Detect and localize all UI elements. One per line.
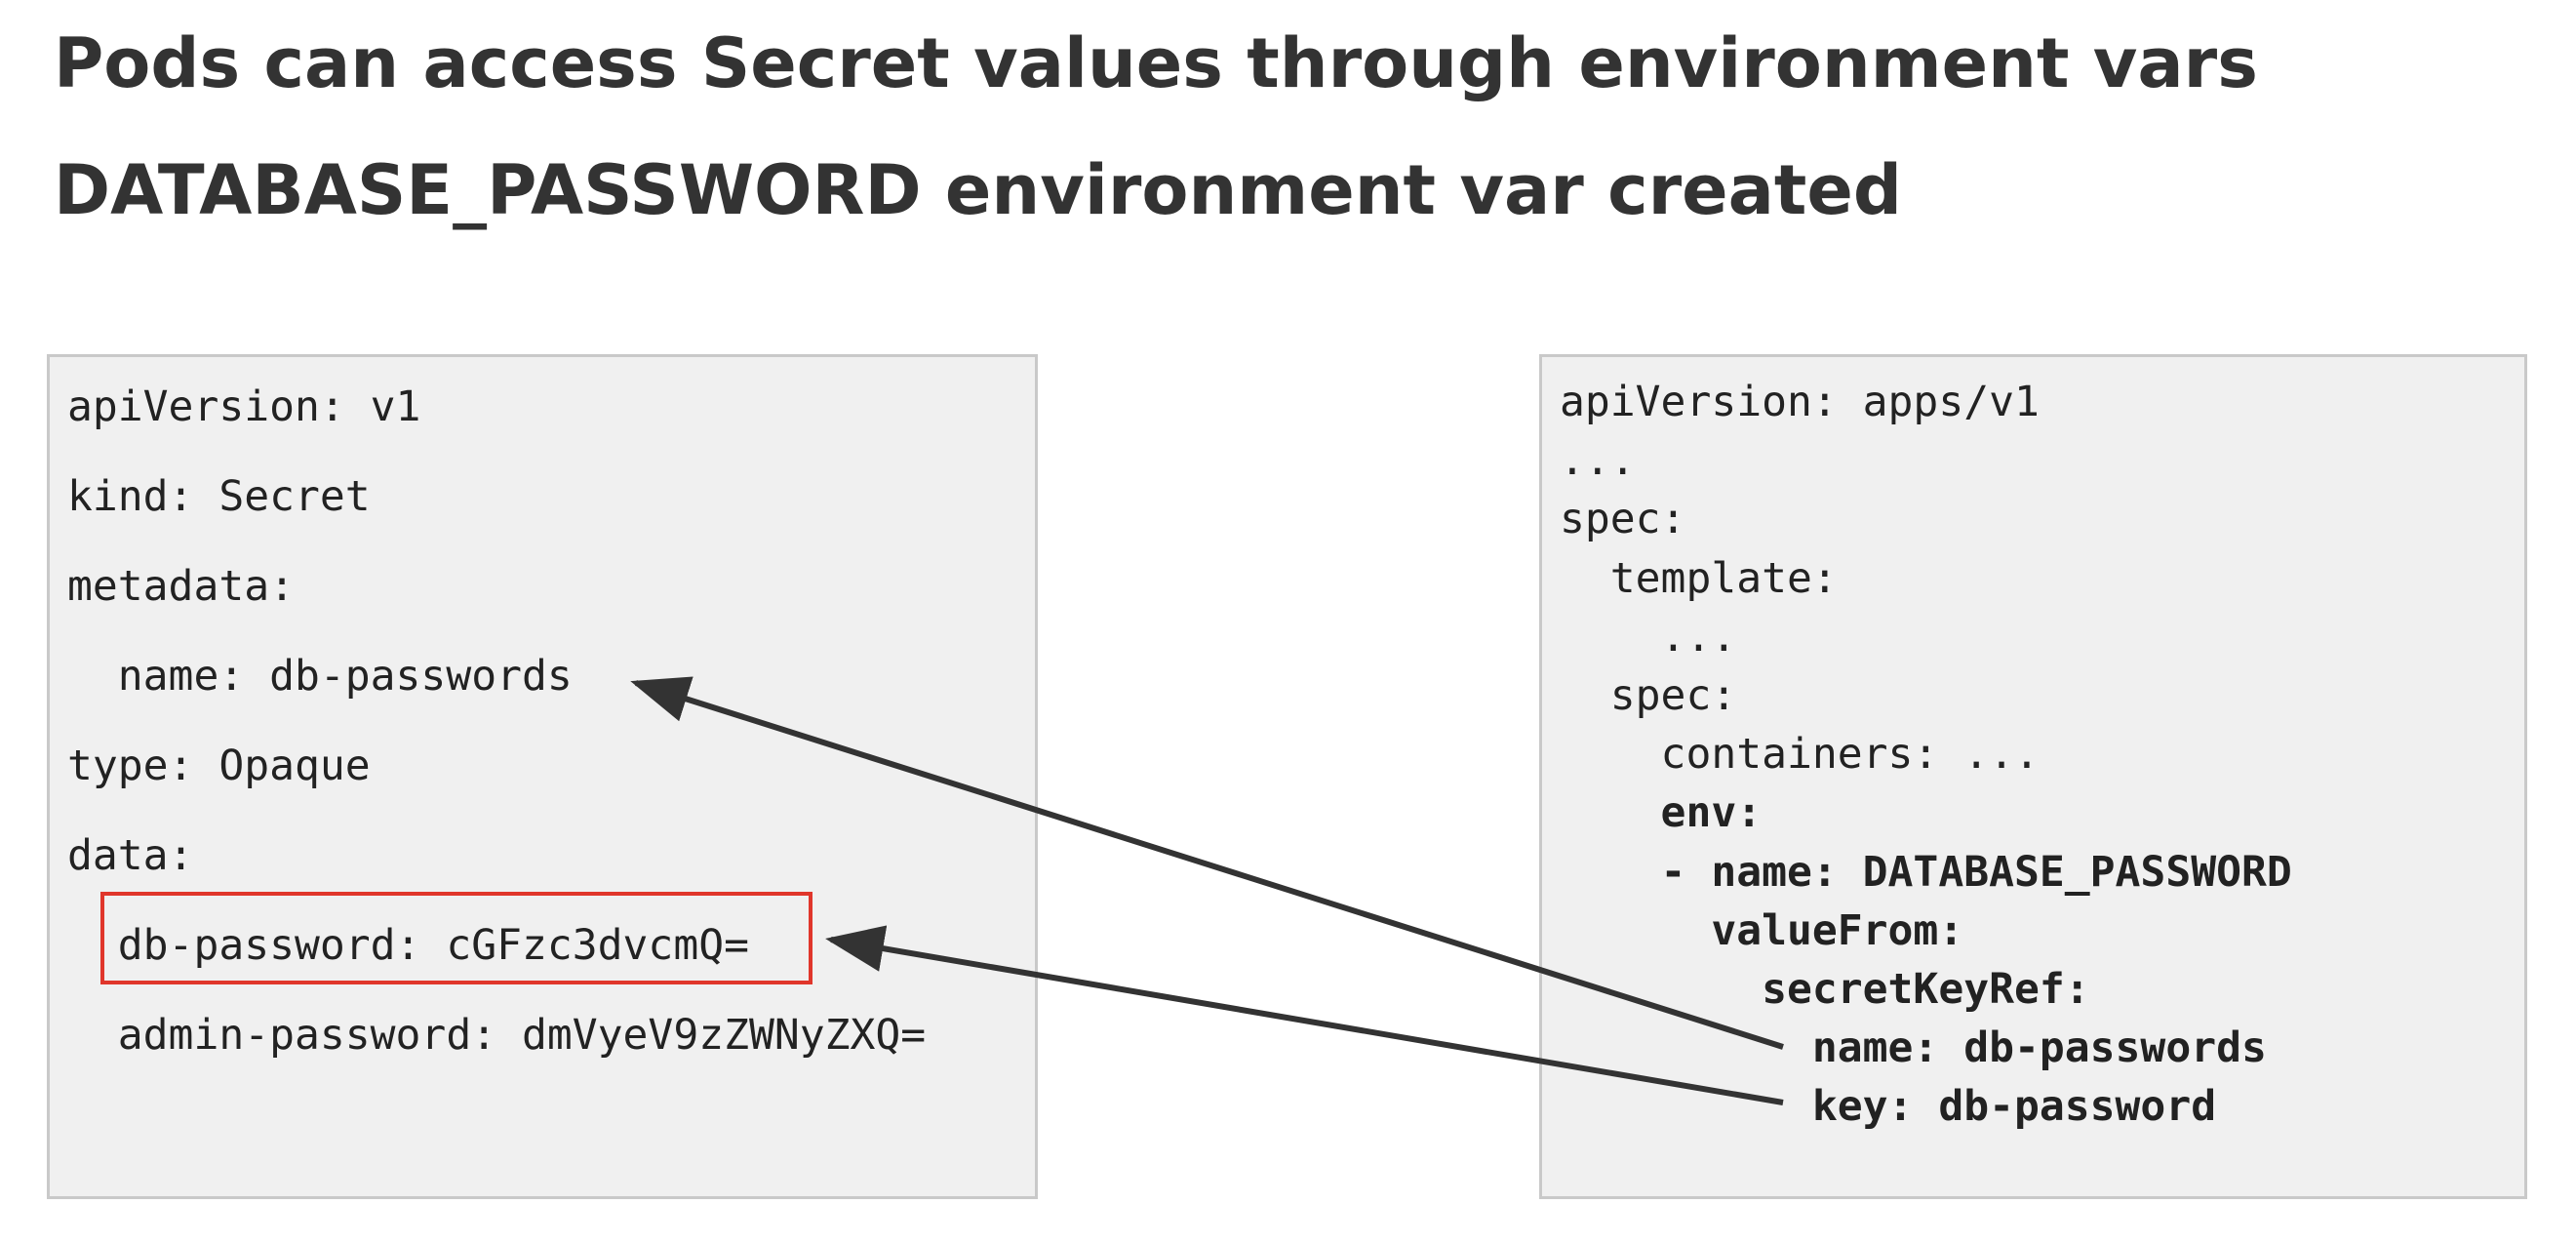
deploy-line-template: template: xyxy=(1560,554,1838,603)
slide-subtitle: DATABASE_PASSWORD environment var create… xyxy=(54,150,1902,230)
deployment-manifest-box: apiVersion: apps/v1 ... spec: template: … xyxy=(1539,354,2527,1199)
deploy-line-ref-name: name: db-passwords xyxy=(1560,1023,2267,1072)
deploy-line-env-name: - name: DATABASE_PASSWORD xyxy=(1560,848,2292,897)
secret-line-metadata: metadata: xyxy=(67,562,295,611)
secret-line-name: name: db-passwords xyxy=(67,652,573,701)
deploy-line-apiversion: apiVersion: apps/v1 xyxy=(1560,378,2040,426)
deploy-line-inner-spec: spec: xyxy=(1560,671,1737,720)
deploy-line-spec: spec: xyxy=(1560,495,1686,543)
deploy-line-secretkeyref: secretKeyRef: xyxy=(1560,965,2090,1014)
secret-line-type: type: Opaque xyxy=(67,742,371,790)
deploy-line-containers: containers: ... xyxy=(1560,730,2040,779)
deploy-line-env: env: xyxy=(1560,788,1763,837)
deploy-line-valuefrom: valueFrom: xyxy=(1560,906,1964,955)
secret-line-admin-password: admin-password: dmVyeV9zZWNyZXQ= xyxy=(67,1011,927,1060)
deploy-line-ellipsis-2: ... xyxy=(1560,613,1737,662)
deploy-line-ellipsis-1: ... xyxy=(1560,436,1636,485)
deploy-line-ref-key: key: db-password xyxy=(1560,1082,2217,1131)
secret-line-apiversion: apiVersion: v1 xyxy=(67,382,421,431)
secret-manifest-box: apiVersion: v1 kind: Secret metadata: na… xyxy=(47,354,1038,1199)
secret-line-kind: kind: Secret xyxy=(67,472,371,521)
slide-title: Pods can access Secret values through en… xyxy=(54,23,2258,103)
secret-line-data: data: xyxy=(67,831,194,880)
db-password-highlight xyxy=(100,892,812,984)
